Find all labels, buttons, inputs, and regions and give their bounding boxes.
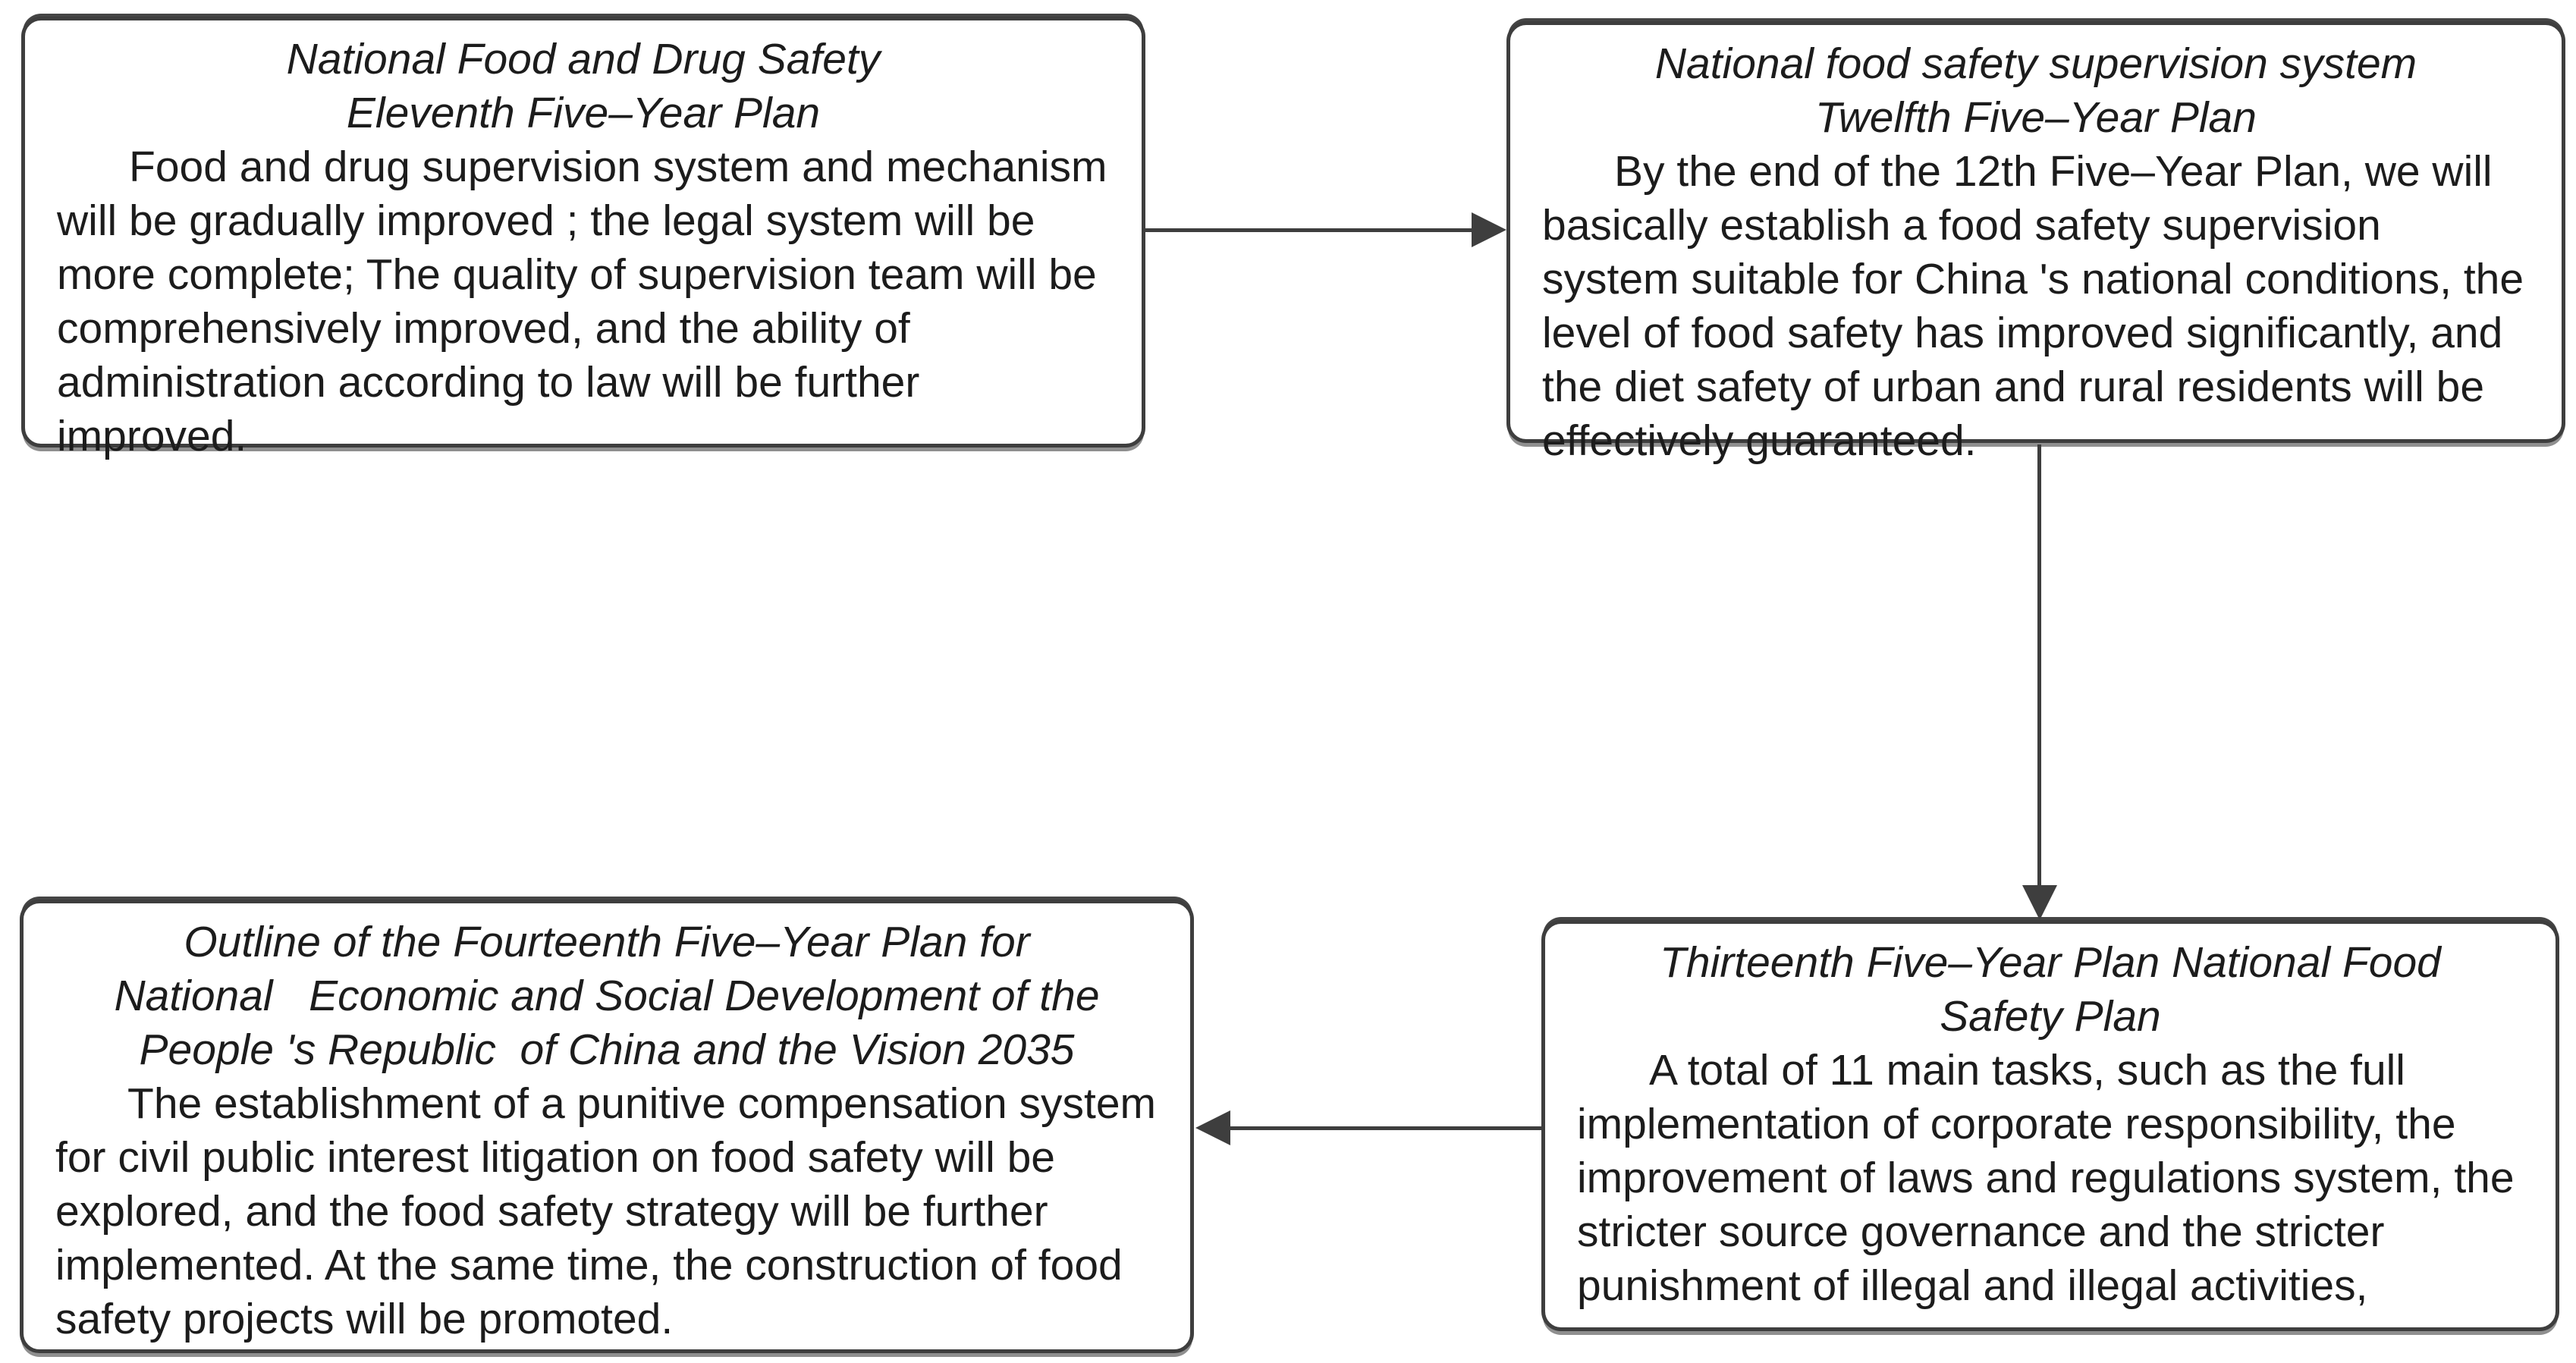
box-body-text: By the end of the 12th Five–Year Plan, w… — [1542, 147, 2524, 465]
box-fourteenth-five-year-plan: Outline of the Fourteenth Five–Year Plan… — [20, 900, 1194, 1353]
title-line: Safety Plan — [1940, 992, 2161, 1041]
arrowhead-down-icon — [2022, 885, 2057, 920]
box-title: Outline of the Fourteenth Five–Year Plan… — [55, 915, 1158, 1077]
title-line: Thirteenth Five–Year Plan National Food — [1660, 938, 2441, 987]
arrowhead-left-icon — [1195, 1110, 1230, 1145]
box-eleventh-five-year-plan: National Food and Drug Safety Eleventh F… — [21, 17, 1145, 460]
box-title: National food safety supervision system … — [1542, 37, 2530, 145]
title-line: National Economic and Social Development… — [114, 972, 1100, 1020]
title-line: Outline of the Fourteenth Five–Year Plan… — [184, 918, 1030, 966]
box-body-text: A total of 11 main tasks, such as the fu… — [1577, 1046, 2515, 1310]
arrow-line-plan11-to-plan12 — [1145, 228, 1475, 232]
arrowhead-right-icon — [1472, 212, 1506, 247]
arrow-line-plan13-to-plan14 — [1229, 1126, 1543, 1130]
box-title: Thirteenth Five–Year Plan National Food … — [1577, 936, 2524, 1044]
title-line: National Food and Drug Safety — [286, 35, 881, 83]
box-twelfth-five-year-plan: National food safety supervision system … — [1506, 21, 2565, 465]
title-line: Eleventh Five–Year Plan — [346, 89, 821, 137]
box-body-text: Food and drug supervision system and mec… — [57, 143, 1107, 460]
box-thirteenth-five-year-plan: Thirteenth Five–Year Plan National Food … — [1541, 920, 2559, 1331]
title-line: Twelfth Five–Year Plan — [1815, 93, 2257, 142]
box-title: National Food and Drug Safety Eleventh F… — [57, 33, 1110, 140]
title-line: People 's Republic of China and the Visi… — [139, 1025, 1075, 1074]
box-body-text: The establishment of a punitive compensa… — [55, 1079, 1157, 1343]
title-line: National food safety supervision system — [1654, 39, 2417, 88]
arrow-line-plan12-to-plan13 — [2037, 444, 2041, 886]
